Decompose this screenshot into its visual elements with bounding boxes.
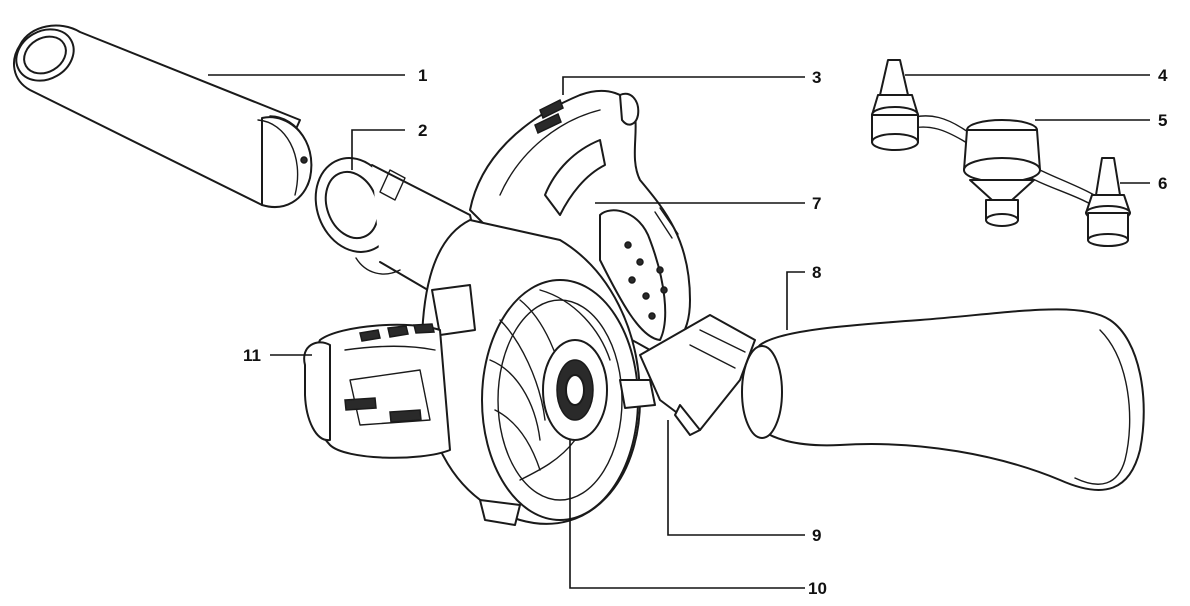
callout-5: 5 xyxy=(1158,111,1167,130)
callout-3: 3 xyxy=(812,68,821,87)
leader-8 xyxy=(786,271,805,330)
callout-8: 8 xyxy=(812,263,821,282)
leader-2 xyxy=(351,129,405,170)
latch-port xyxy=(619,314,756,436)
fan-hub xyxy=(542,339,608,441)
callout-6: 6 xyxy=(1158,174,1167,193)
leader-9 xyxy=(667,420,805,536)
inflator-nozzle-set xyxy=(871,59,1131,247)
leader-3 xyxy=(562,76,805,95)
vacuum-bag xyxy=(741,308,1145,491)
callout-9: 9 xyxy=(812,526,821,545)
battery-pack xyxy=(303,323,451,459)
callout-2: 2 xyxy=(418,121,427,140)
callout-1: 1 xyxy=(418,66,427,85)
blower-tube xyxy=(13,24,313,208)
callout-7: 7 xyxy=(812,194,821,213)
callout-4: 4 xyxy=(1158,66,1168,85)
callout-numbers: 1 2 3 4 5 6 7 8 9 10 11 xyxy=(243,66,1168,598)
handle xyxy=(469,90,691,352)
callout-11: 11 xyxy=(243,346,261,365)
leader-lines xyxy=(208,74,1150,589)
leader-10 xyxy=(569,440,805,589)
callout-10: 10 xyxy=(808,579,827,598)
